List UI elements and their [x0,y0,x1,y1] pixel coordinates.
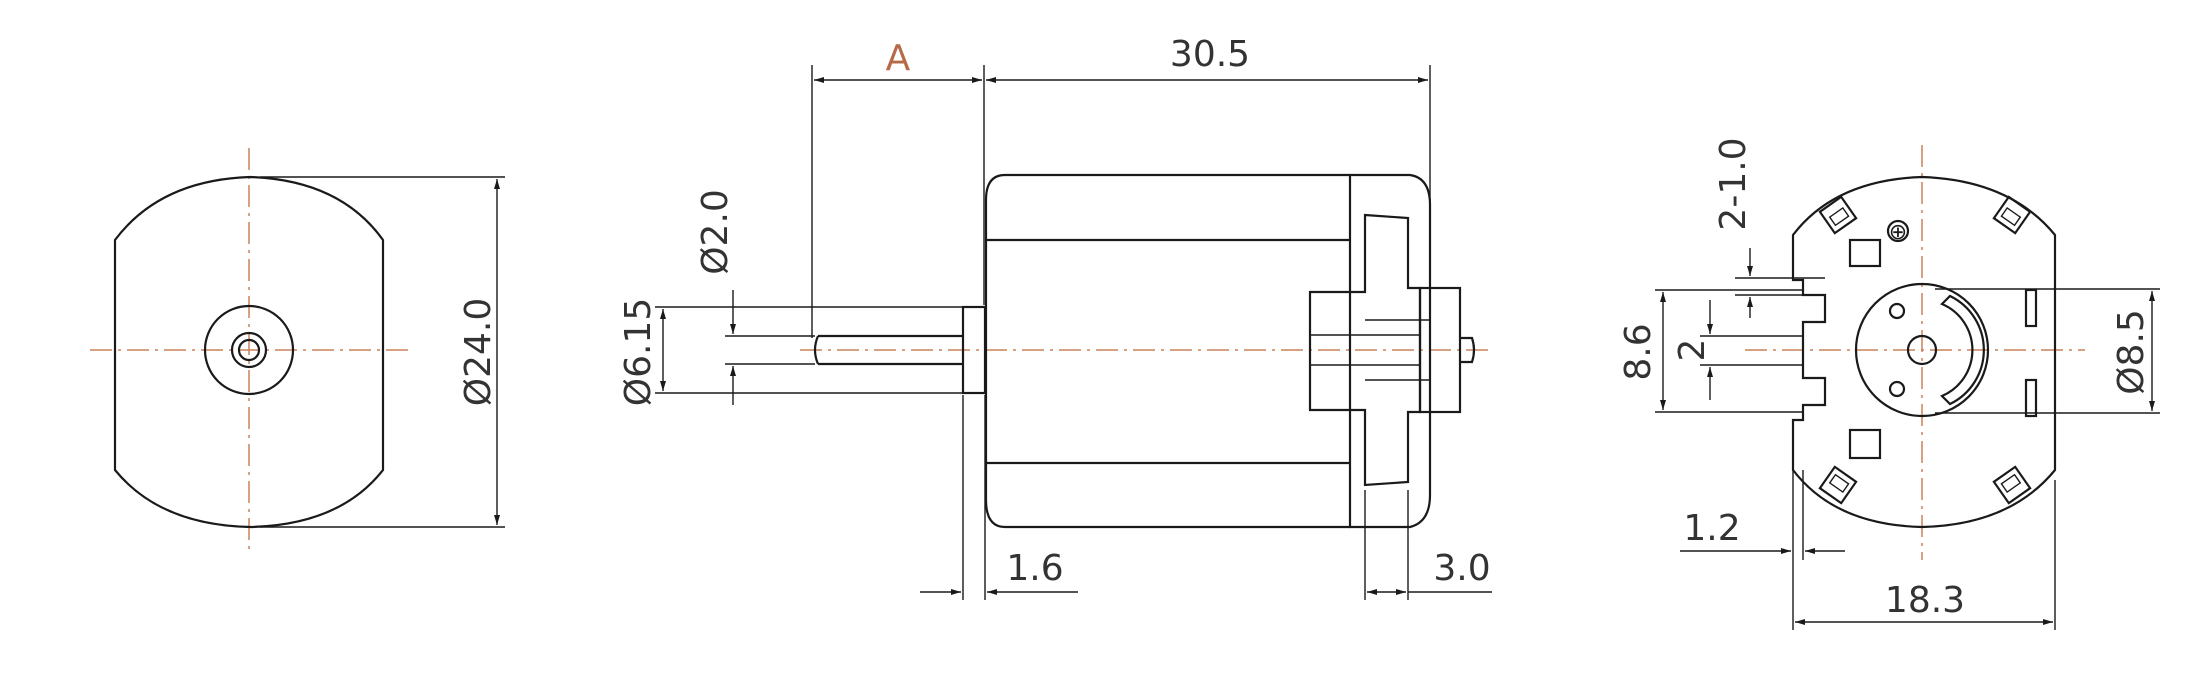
can-body-outline [984,173,1350,529]
rear-shaft-hole [1906,334,1938,366]
clip-tab-top-right [1992,195,2032,235]
rear-bearing-housing [1854,282,1990,418]
boss-diameter-label: Ø6.15 [618,298,659,407]
front-diameter-label: Ø24.0 [458,298,499,407]
offset-label: 1.2 [1683,508,1740,549]
terminal-positive [1848,238,1882,268]
dim-3-0-label: 3.0 [1433,548,1490,589]
rear-housing-outline [1791,175,2057,529]
front-view: Ø24.0 [90,148,505,552]
dim-1-6-label: 1.6 [1006,548,1063,589]
shaft-diameter-label: Ø2.0 [695,189,736,275]
plus-symbol: ⊕ [1889,220,1907,245]
plus-marker-circle [1886,219,1910,243]
gap-label: 2 [1672,339,1713,362]
endcap-outline [1348,173,1432,529]
rear-vent-hole-top [1888,302,1906,320]
rear-slot-upper [2024,288,2038,328]
clip-tab-bottom-right [1992,465,2032,505]
rear-brush-arc [1940,294,1985,406]
clip-tab-top-left [1818,195,1858,235]
rear-view: ⊕ 2-1.0 8.6 2 Ø8. [1618,137,2160,630]
rear-shaft-stub [1460,336,1476,364]
front-housing-outline [113,175,385,529]
front-boss-outer-circle [203,304,295,396]
endcap-step-profile [1308,213,1422,487]
width-label: 18.3 [1885,580,1965,621]
front-shaft-circle [237,338,261,362]
rear-vent-hole-bottom [1888,380,1906,398]
rear-slot-lower [2024,378,2038,418]
clip-tab-bottom-left [1818,465,1858,505]
dim-A-label: A [886,38,911,79]
rear-bearing-boss [1418,286,1462,414]
front-boss-inner-circle [230,331,268,369]
shaft-outline [813,334,963,366]
side-view: A 30.5 Ø6.15 Ø2.0 1.6 3.0 [618,34,1492,600]
terminal-hole-label: 2-1.0 [1713,137,1754,230]
bearing-diameter-label: Ø8.5 [2111,309,2152,395]
terminal-negative [1848,428,1882,460]
dim-length-label: 30.5 [1170,34,1250,75]
height-label: 8.6 [1618,323,1659,380]
